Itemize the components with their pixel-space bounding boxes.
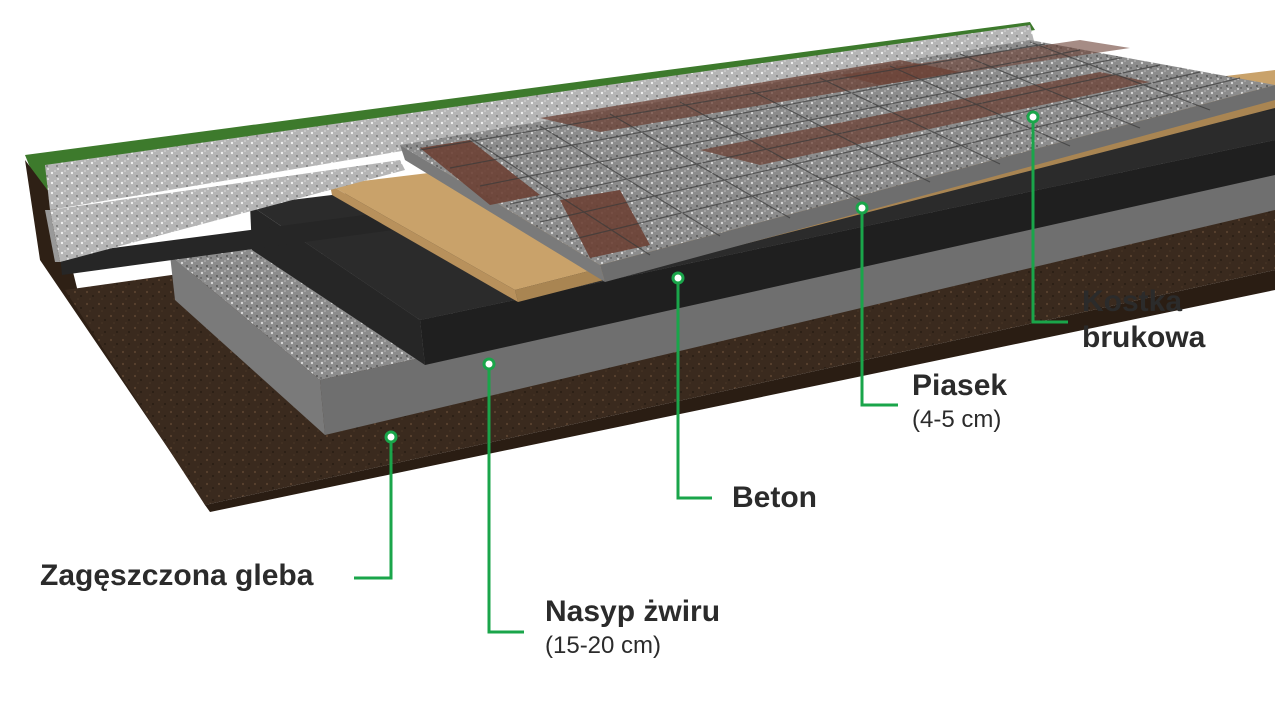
label-soil: Zagęszczona gleba	[40, 558, 313, 594]
callout-line-soil	[354, 437, 393, 580]
callout-line-paving	[1031, 117, 1068, 324]
dot-marker-icon	[855, 201, 869, 215]
label-gravel: Nasyp żwiru (15-20 cm)	[545, 594, 720, 661]
dot-marker-icon	[671, 271, 685, 285]
label-sand: Piasek (4-5 cm)	[912, 368, 1007, 435]
label-paving-line1: Kostka	[1082, 285, 1183, 318]
paving-stones	[400, 40, 1275, 282]
dot-marker-icon	[1026, 110, 1040, 124]
label-concrete: Beton	[732, 480, 817, 516]
label-soil-name: Zagęszczona gleba	[40, 559, 314, 592]
label-sand-detail: (4-5 cm)	[912, 406, 1002, 433]
label-gravel-detail: (15-20 cm)	[545, 632, 662, 659]
callout-line-sand	[860, 208, 898, 407]
label-gravel-name: Nasyp żwiru	[545, 595, 721, 628]
dot-marker-icon	[482, 357, 496, 371]
label-concrete-name: Beton	[732, 481, 817, 514]
label-paving-stones: Kostka brukowa	[1082, 284, 1205, 356]
callout-line-concrete	[676, 278, 712, 500]
dot-marker-icon	[384, 430, 398, 444]
label-sand-name: Piasek	[912, 369, 1008, 402]
label-paving-line2: brukowa	[1082, 321, 1206, 354]
callout-line-gravel	[487, 364, 524, 634]
curb-stone	[45, 25, 1035, 262]
